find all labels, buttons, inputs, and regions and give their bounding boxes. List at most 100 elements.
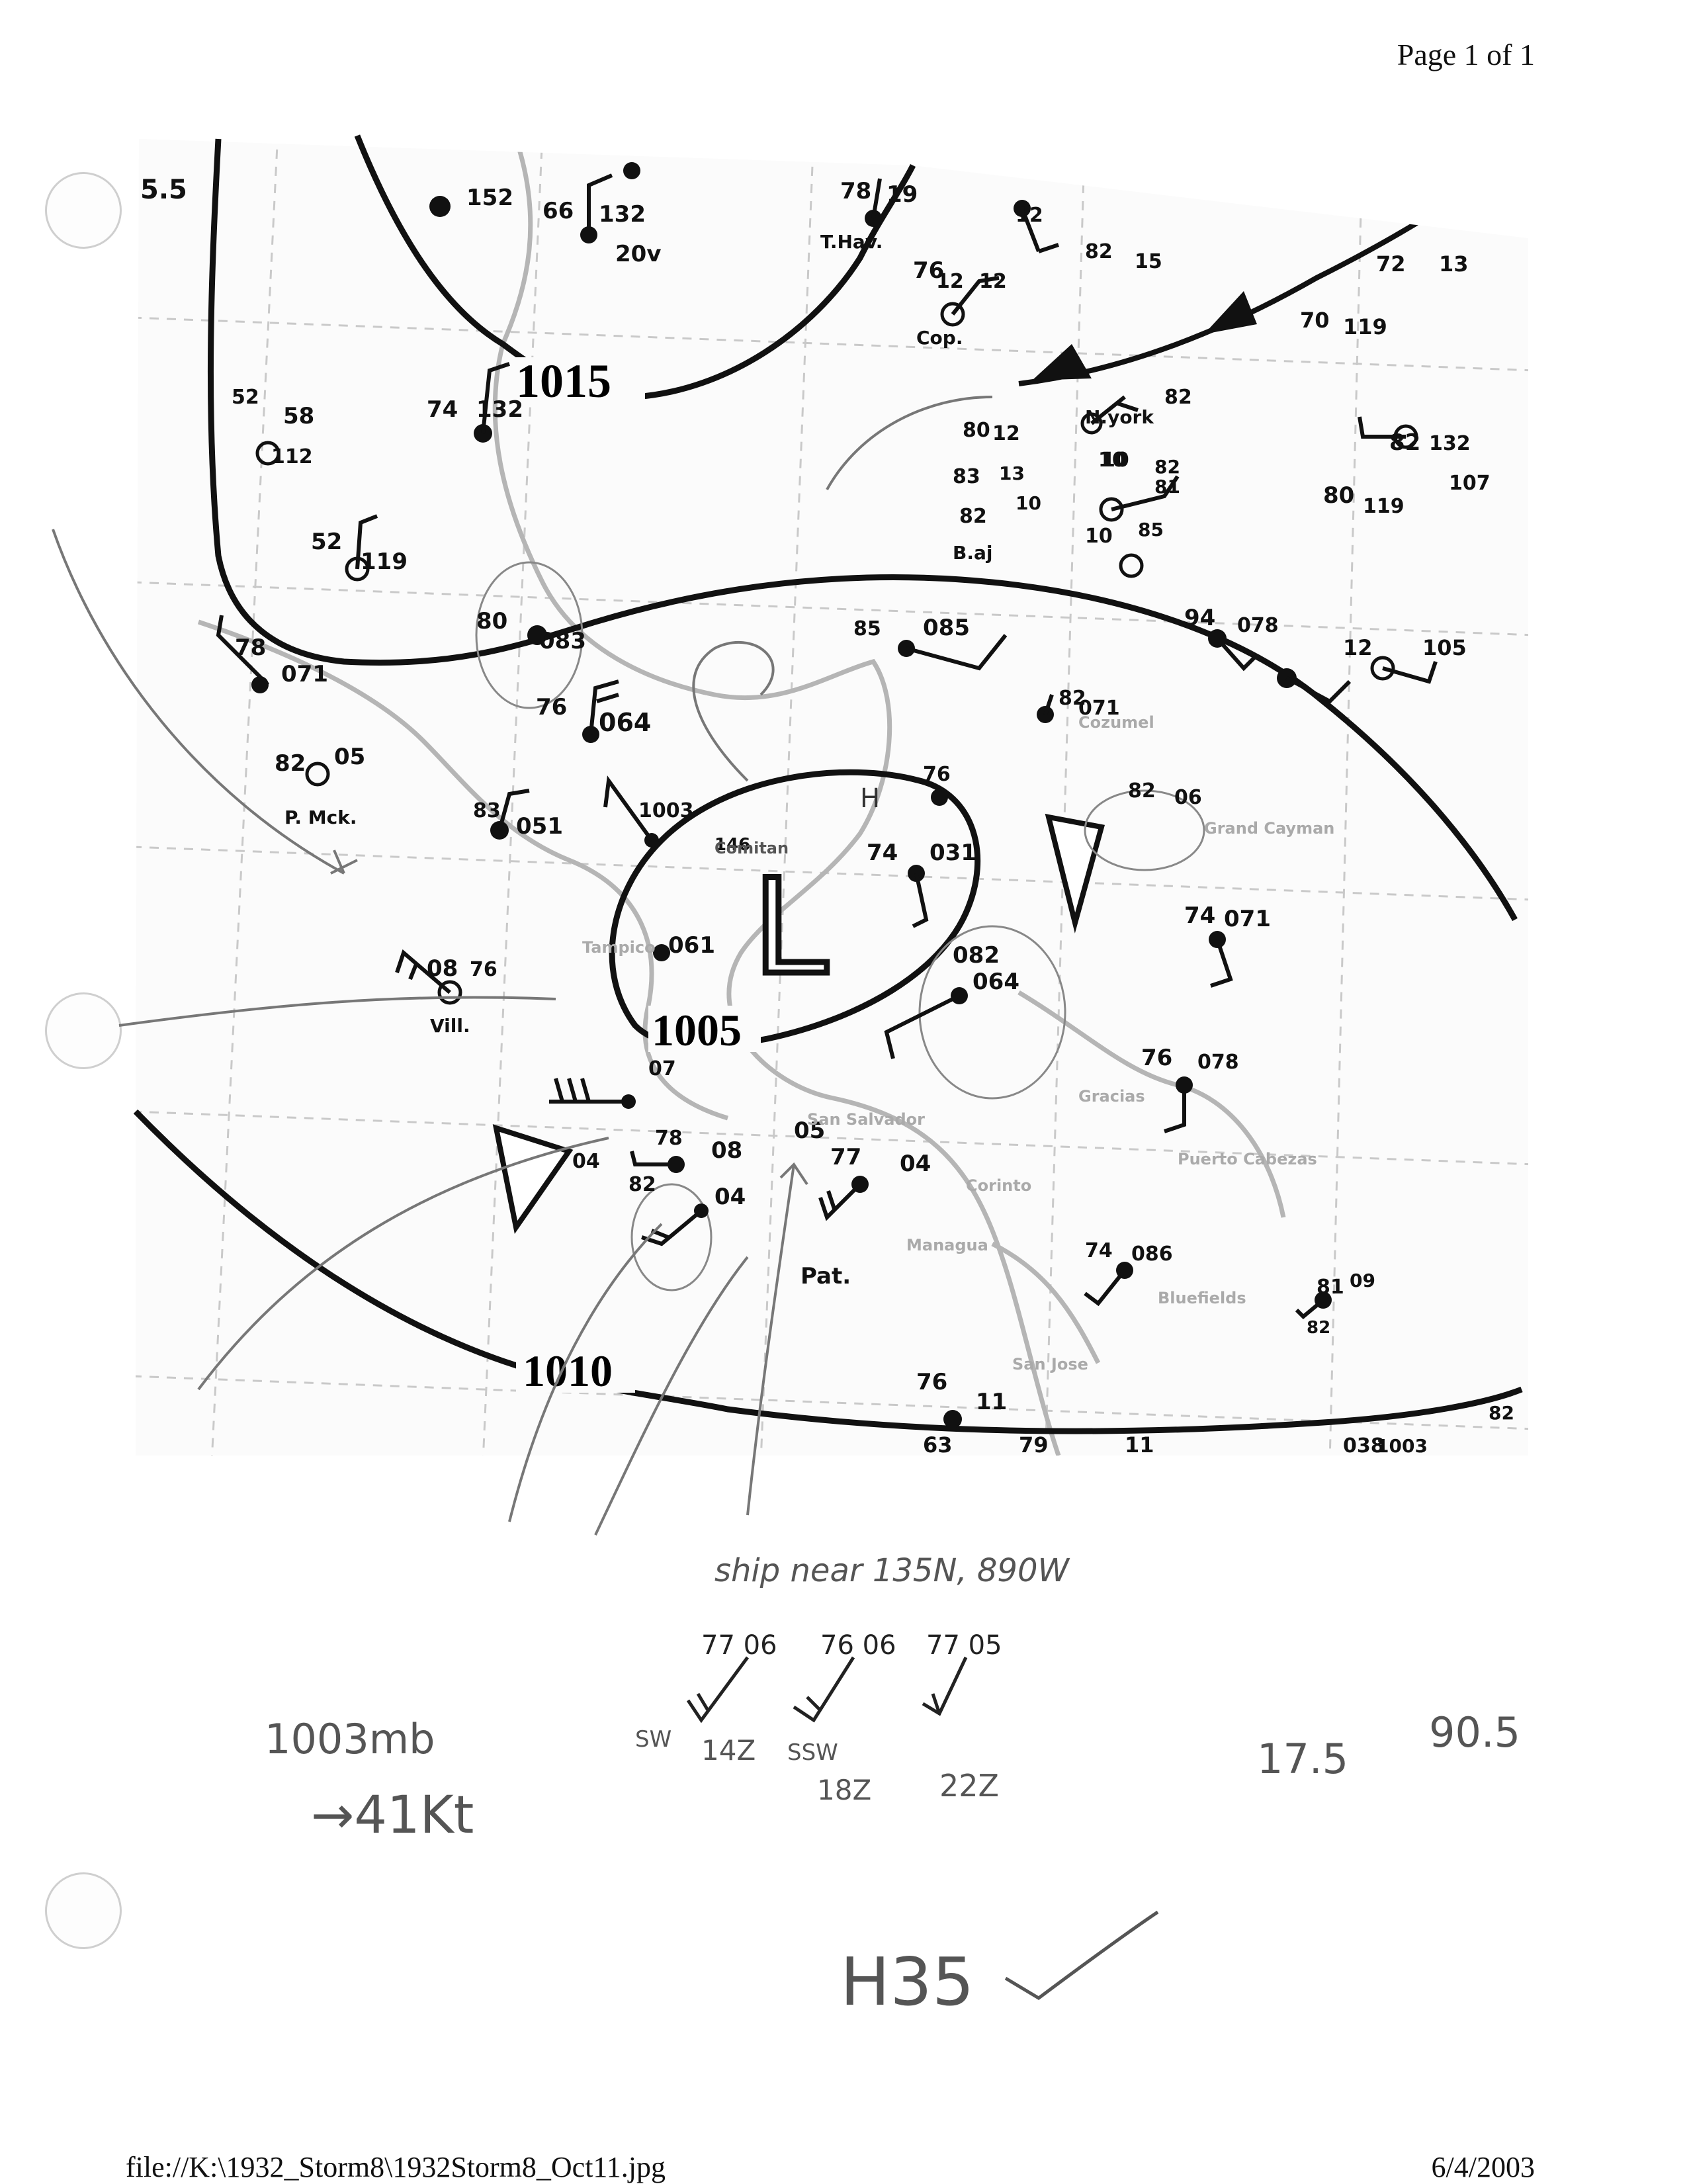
handwritten-notes: ship near 135N, 890W 77 06 76 06 77 05 S…	[265, 1552, 1520, 2021]
station-value: 083	[539, 628, 586, 654]
station-value: 13	[999, 462, 1025, 484]
station-value: 74	[1184, 902, 1215, 929]
pressure-note: 1003mb	[265, 1715, 435, 1763]
station-value: 04	[572, 1150, 600, 1173]
station-value: 064	[973, 969, 1019, 995]
station-value: 82	[1489, 1402, 1514, 1424]
obs-time-2: 18Z	[817, 1774, 871, 1806]
station-value: 12	[936, 270, 964, 293]
ship-obs-1: 77 06	[701, 1630, 777, 1661]
station-value: 76	[1141, 1045, 1172, 1071]
station-value: 74	[867, 840, 898, 866]
station-value: 80	[963, 419, 990, 442]
place-labels: Cop. N.york B.aj P. Mck. Vill. Pat. Comi…	[284, 327, 1334, 1374]
station-value: 119	[1343, 314, 1387, 339]
station-value: 05	[794, 1117, 825, 1144]
station-value: 078	[1237, 614, 1279, 637]
station-value: 051	[516, 813, 563, 840]
station-value: 82	[1059, 687, 1086, 710]
station-value: 082	[953, 942, 1000, 969]
station-value: 078	[1197, 1051, 1239, 1074]
lat-lon-grid	[136, 139, 1528, 1456]
station-value: 78	[840, 178, 871, 204]
wind-barbs	[216, 173, 1438, 1320]
station-value: 82	[628, 1173, 656, 1196]
ship-obs-2: 76 06	[820, 1630, 896, 1661]
station-value: 12	[1343, 635, 1373, 660]
station-value: 76	[913, 257, 944, 284]
place-label: Pat.	[800, 1263, 851, 1289]
station-value: 11	[976, 1389, 1007, 1415]
station-value: 82	[1307, 1318, 1330, 1338]
station-value: 09	[1350, 1270, 1375, 1291]
station-value: 70	[1300, 308, 1330, 333]
station-value: 10	[1098, 449, 1126, 472]
bottom-mark: H35	[840, 1943, 974, 2021]
station-value: 76	[916, 1369, 947, 1395]
wind-direction-1: SW	[635, 1726, 671, 1753]
station-value: 20v	[615, 241, 661, 267]
station-value: 085	[923, 615, 970, 641]
station-value: 031	[930, 840, 976, 866]
station-value: 74	[427, 396, 458, 423]
station-value: 119	[361, 548, 408, 575]
station-value: 81	[1154, 476, 1180, 498]
station-value: 63	[923, 1432, 953, 1458]
check-mark-icon	[1004, 1910, 1159, 2001]
station-value: 152	[466, 185, 513, 211]
place-label: Puerto Cabezas	[1178, 1150, 1317, 1168]
station-value: 82	[959, 505, 987, 528]
ship-position-note: ship near 135N, 890W	[714, 1552, 1070, 1589]
station-value: 82	[1154, 456, 1180, 478]
place-label: Comitan	[714, 839, 789, 857]
station-value: 82	[1128, 779, 1156, 803]
punch-hole-middle	[45, 992, 122, 1069]
station-values: 5.5 152 66 132 20v 78 19 T.Hav. 76 12 82…	[140, 175, 1514, 1458]
station-value: 82	[275, 750, 306, 777]
station-value: 83	[953, 465, 980, 488]
station-value: 10	[1102, 449, 1129, 472]
obs-time-3: 22Z	[939, 1768, 999, 1804]
station-value: 105	[1422, 635, 1467, 660]
station-value: 06	[1174, 786, 1202, 809]
station-value: 76	[536, 694, 567, 721]
station-value: 82	[1164, 386, 1192, 409]
punch-hole-bottom	[45, 1872, 122, 1949]
station-value: 81	[1317, 1276, 1344, 1299]
station-value: 76	[470, 958, 497, 981]
station-value: 107	[1449, 472, 1491, 495]
place-label: Corinto	[966, 1176, 1031, 1195]
station-value: 04	[900, 1151, 931, 1177]
map-frame	[136, 139, 1528, 1456]
station-value: 58	[283, 403, 314, 429]
station-value: 52	[311, 529, 342, 555]
place-label: Cop.	[916, 327, 963, 349]
place-label: San Jose	[1012, 1355, 1088, 1374]
station-value: 80	[1323, 482, 1354, 509]
place-label: N.york	[1085, 406, 1154, 428]
station-value: 85	[1138, 519, 1164, 541]
station-value: 12	[1016, 204, 1043, 227]
position-latitude: 17.5	[1257, 1735, 1348, 1783]
station-value: 12	[992, 422, 1020, 445]
station-value: 82	[1389, 429, 1420, 456]
station-value: 038	[1343, 1434, 1385, 1458]
station-value: 80	[476, 608, 507, 634]
station-value: 52	[232, 386, 259, 409]
print-date: 6/4/2003	[1431, 2151, 1535, 2183]
station-value: 19	[887, 181, 918, 208]
isobar-1010	[133, 1109, 1523, 1434]
place-label: P. Mck.	[284, 807, 357, 828]
station-value: 086	[1131, 1243, 1173, 1266]
station-value: 78	[655, 1127, 683, 1150]
place-label: Vill.	[430, 1015, 470, 1037]
station-value: 10	[1016, 492, 1041, 514]
station-value: 74	[1085, 1239, 1113, 1262]
station-value: 07	[648, 1057, 676, 1080]
station-value: 83	[473, 799, 501, 822]
punch-hole-top	[45, 172, 122, 249]
station-value: 13	[1439, 251, 1469, 277]
hand-circles	[475, 561, 1205, 1291]
isobar-label-1010: 1010	[523, 1346, 613, 1396]
wind-speed-note: →41Kt	[311, 1786, 474, 1845]
